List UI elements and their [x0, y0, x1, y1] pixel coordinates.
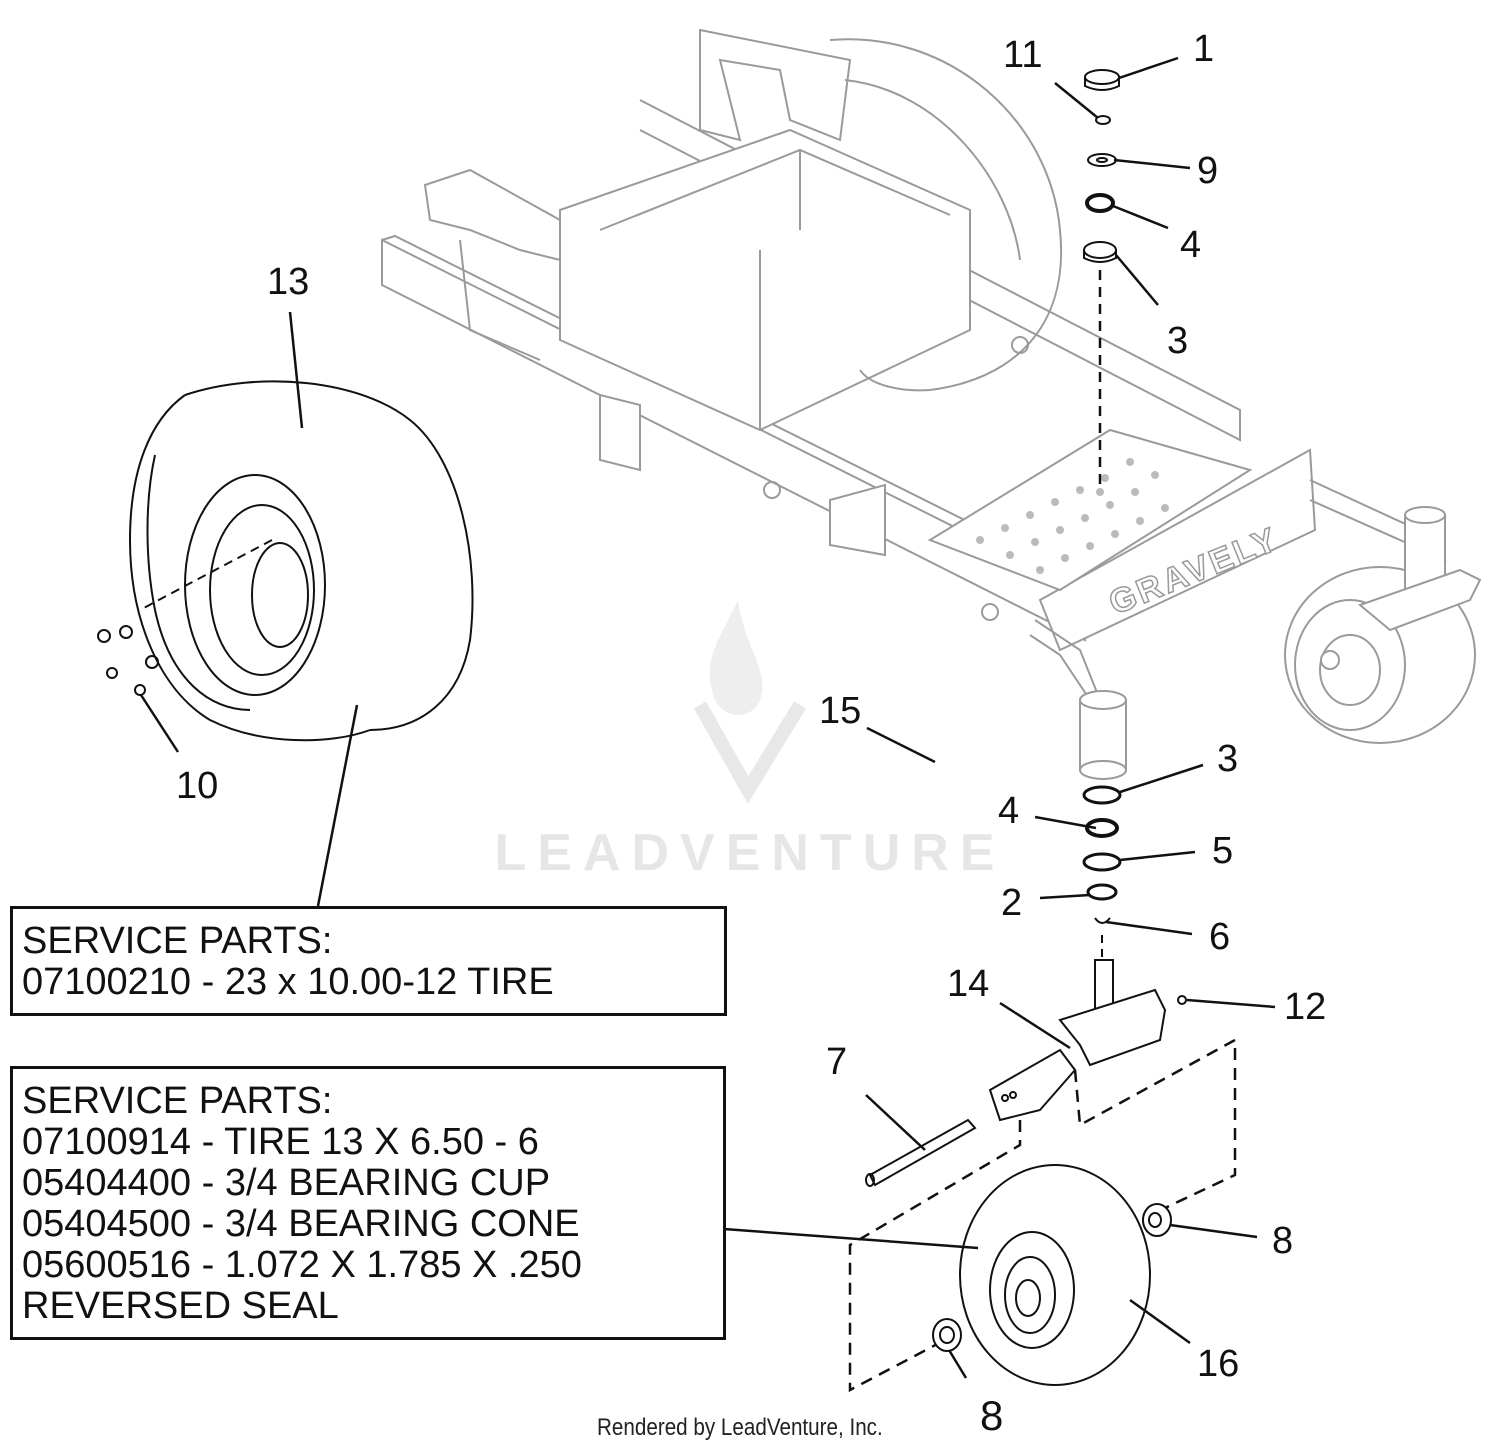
callout-12: 12	[1284, 986, 1327, 1028]
callout-3-top: 3	[1167, 320, 1189, 362]
parts-lines	[97, 69, 1237, 1393]
callout-14: 14	[947, 963, 990, 1005]
footer-credit: Rendered by LeadVenture, Inc.	[597, 1414, 883, 1441]
service-box-heading: SERVICE PARTS:	[22, 920, 333, 962]
service-part-line: 07100914 - TIRE 13 X 6.50 - 6	[22, 1121, 539, 1163]
service-box-heading: SERVICE PARTS:	[22, 1080, 333, 1122]
callout-1: 1	[1193, 28, 1215, 70]
mower-frame	[381, 28, 1447, 701]
service-parts-box-rear-tire: SERVICE PARTS: 07100210 - 23 x 10.00-12 …	[10, 906, 727, 1016]
service-part-line: 07100210 - 23 x 10.00-12 TIRE	[22, 961, 554, 1003]
callout-3-lower: 3	[1217, 738, 1239, 780]
service-part-line: 05404400 - 3/4 BEARING CUP	[22, 1162, 551, 1204]
callout-4-lower: 4	[998, 790, 1020, 832]
service-part-line: 05600516 - 1.072 X 1.785 X .250	[22, 1244, 582, 1286]
callout-6: 6	[1209, 916, 1231, 958]
service-parts-box-caster: SERVICE PARTS: 07100914 - TIRE 13 X 6.50…	[10, 1066, 726, 1340]
callout-16: 16	[1197, 1343, 1240, 1385]
watermark-logo-icon	[693, 600, 806, 804]
callout-2: 2	[1001, 882, 1023, 924]
callout-4-top: 4	[1180, 224, 1202, 266]
callout-8-bottom: 8	[980, 1392, 1004, 1439]
callout-10: 10	[176, 765, 219, 807]
caster-mount-tube	[1079, 690, 1127, 780]
callout-5: 5	[1212, 830, 1234, 872]
service-part-line: 05404500 - 3/4 BEARING CONE	[22, 1203, 580, 1245]
callout-11: 11	[1003, 34, 1043, 76]
right-caster-assembly	[1284, 506, 1482, 744]
callout-8-right: 8	[1272, 1220, 1294, 1262]
service-part-line: REVERSED SEAL	[22, 1285, 339, 1327]
leader-lines	[139, 56, 1276, 1379]
callout-15: 15	[819, 690, 862, 732]
callout-7: 7	[826, 1041, 848, 1083]
callout-13: 13	[267, 261, 310, 303]
watermark-text: LEADVENTURE	[494, 824, 1006, 882]
callout-9: 9	[1197, 150, 1219, 192]
